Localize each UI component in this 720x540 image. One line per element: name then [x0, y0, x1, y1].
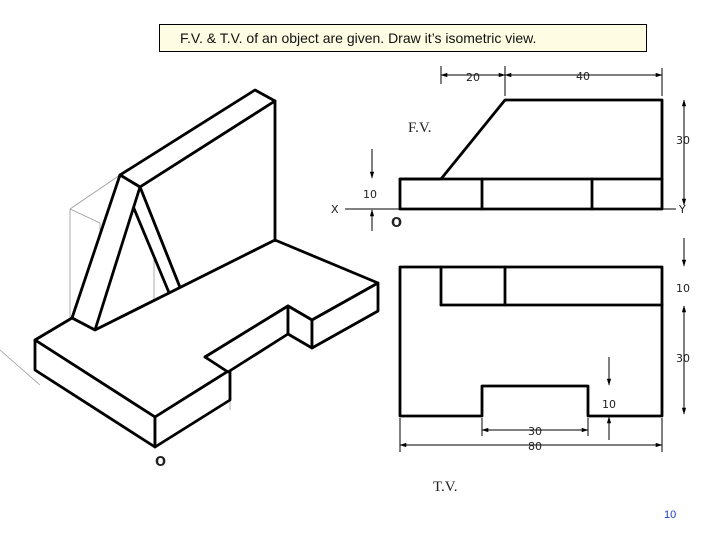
- xy-reference: X Y O: [331, 203, 686, 231]
- tv-dim-30-right: 30: [676, 352, 690, 365]
- fv-label: F.V.: [408, 120, 432, 136]
- fv-dim-20: 20: [466, 71, 480, 84]
- tv-dim-10-top: 10: [676, 282, 690, 295]
- x-label: X: [331, 203, 339, 216]
- fv-origin-label: O: [391, 216, 402, 231]
- problem-title: F.V. & T.V. of an object are given. Draw…: [159, 24, 647, 52]
- tv-outline: [398, 265, 664, 418]
- y-label: Y: [678, 203, 686, 216]
- tv-dim-slot-depth: 10: [602, 398, 616, 411]
- iso-slope-face: [70, 173, 142, 332]
- fv-outline: [398, 98, 664, 211]
- iso-origin-label: O: [155, 455, 166, 470]
- tv-dim-30-slot: 30: [528, 425, 542, 438]
- fv-dim-10: 10: [363, 188, 377, 201]
- iso-base-right-face-a: [153, 368, 232, 449]
- iso-base-right-face-b: [310, 281, 380, 350]
- tv-dim-80: 80: [528, 440, 542, 453]
- isometric-view: O: [0, 88, 380, 470]
- fv-dim-30: 30: [676, 134, 690, 147]
- tv-label: T.V.: [433, 479, 457, 495]
- fv-dim-40: 40: [576, 70, 590, 83]
- page-number: 10: [664, 509, 676, 521]
- front-view: F.V. 20 40 30 10: [363, 66, 690, 231]
- top-view: 10 30 10 30 80 T.V.: [398, 238, 690, 495]
